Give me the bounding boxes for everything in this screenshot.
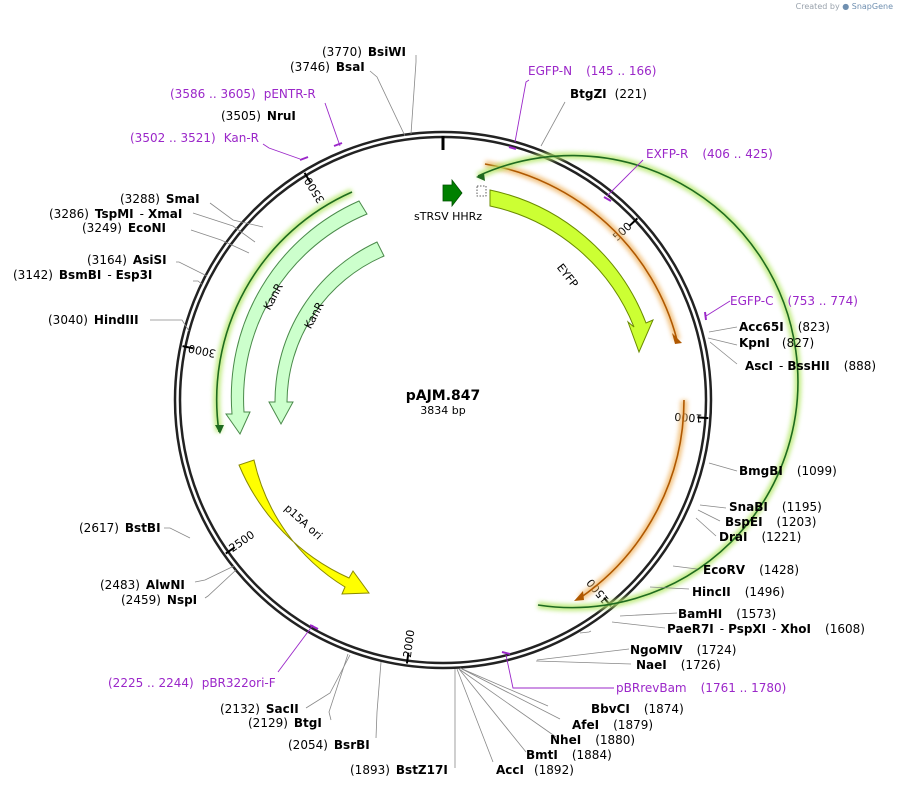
site-bsiwi: (3770)BsiWI <box>322 45 406 59</box>
tick-mark <box>405 652 410 664</box>
primer-strands <box>213 152 802 612</box>
plasmid-size: 3834 bp <box>420 404 465 417</box>
site-bsmbi: (3142)BsmBI-Esp3I <box>13 268 152 282</box>
site-bsai: (3746)BsaI <box>290 60 365 74</box>
tick-label: 2000 <box>401 629 418 659</box>
site-naei: NaeI(1726) <box>636 658 721 672</box>
tick-mark <box>697 416 709 420</box>
site-hincii: HincII(1496) <box>692 585 785 599</box>
tick-mark <box>303 172 312 183</box>
leader-lines <box>150 55 738 768</box>
primer-exfp-r: EXFP-R(406 .. 425) <box>646 147 773 161</box>
primer-leaders <box>262 79 731 689</box>
backbone <box>173 130 713 670</box>
plasmid-name: pAJM.847 <box>406 388 481 404</box>
tick-label: 3500 <box>302 175 328 206</box>
site-bstz17i: (1893)BstZ17I <box>350 763 448 777</box>
primer-pbrrevbam: pBRrevBam(1761 .. 1780) <box>616 681 786 695</box>
site-nspi: (2459)NspI <box>121 593 197 607</box>
feature-label-eyfp: EYFP <box>554 261 581 290</box>
site-bmgbi: BmgBI(1099) <box>739 464 837 478</box>
credit-prefix: Created by <box>795 2 840 11</box>
feature-p15a-ori: p15A ori <box>238 459 370 595</box>
site-bstbi: (2617)BstBI <box>79 521 161 535</box>
site-sacii: (2132)SacII <box>220 702 299 716</box>
site-kpni: KpnI(827) <box>739 336 814 350</box>
site-btgzi: BtgZI(221) <box>570 87 647 101</box>
site-nrui: (3505)NruI <box>221 109 296 123</box>
site-ecorv: EcoRV(1428) <box>703 563 799 577</box>
site-drai: DraI(1221) <box>719 530 801 544</box>
site-labels: (3770)BsiWI (3746)BsaI EGFP-N(145 .. 166… <box>13 45 876 777</box>
site-snabi: SnaBI(1195) <box>729 500 822 514</box>
site-hindiii: (3040)HindIII <box>48 313 139 327</box>
snapgene-credit: Created by ● SnapGene <box>796 2 893 11</box>
feature-label-strsv: sTRSV HHRz <box>414 210 482 223</box>
primer-egfp-c: EGFP-C(753 .. 774) <box>730 294 858 308</box>
credit-brand: SnapGene <box>851 2 893 11</box>
site-acci: AccI(1892) <box>496 763 574 777</box>
tick-mark <box>225 546 236 555</box>
site-bbvci: BbvCI(1874) <box>591 702 684 716</box>
site-tspmi: (3286)TspMI-XmaI <box>49 207 182 221</box>
site-econi: (3249)EcoNI <box>82 221 166 235</box>
primer-egfp-n: EGFP-N(145 .. 166) <box>528 64 657 78</box>
snapgene-logo: ● SnapGene <box>842 2 893 11</box>
site-asisi: (3164)AsiSI <box>87 253 167 267</box>
tick-label: 1000 <box>674 410 703 425</box>
site-ngomiv: NgoMIV(1724) <box>630 643 736 657</box>
site-bspei: BspEI(1203) <box>725 515 816 529</box>
site-btgi: (2129)BtgI <box>248 716 322 730</box>
site-bamhi: BamHI(1573) <box>678 607 776 621</box>
tick-mark <box>182 345 194 350</box>
primer-pbr322ori-f: (2225 .. 2244)pBR322ori-F <box>108 676 276 690</box>
site-alwni: (2483)AlwNI <box>100 578 185 592</box>
site-asci: AscI-BssHII(888) <box>745 359 876 373</box>
site-nhei: NheI(1880) <box>550 733 635 747</box>
primer-pentr-r: (3586 .. 3605)pENTR-R <box>170 87 316 101</box>
site-afei: AfeI(1879) <box>572 718 653 732</box>
tick-mark <box>628 217 639 227</box>
site-acc65i: Acc65I(823) <box>739 320 830 334</box>
tick-label: 3000 <box>187 341 217 359</box>
primer-marks <box>299 142 707 655</box>
site-smai: (3288)SmaI <box>120 192 200 206</box>
feature-strsv-hhrz: sTRSV HHRz <box>414 178 487 223</box>
site-paer7i: PaeR7I-PspXI-XhoI(1608) <box>667 622 865 636</box>
tick-label: 2500 <box>227 528 257 555</box>
primer-kan-r: (3502 .. 3521)Kan-R <box>130 131 259 145</box>
site-bsrbi: (2054)BsrBI <box>288 738 370 752</box>
site-bmti: BmtI(1884) <box>526 748 612 762</box>
